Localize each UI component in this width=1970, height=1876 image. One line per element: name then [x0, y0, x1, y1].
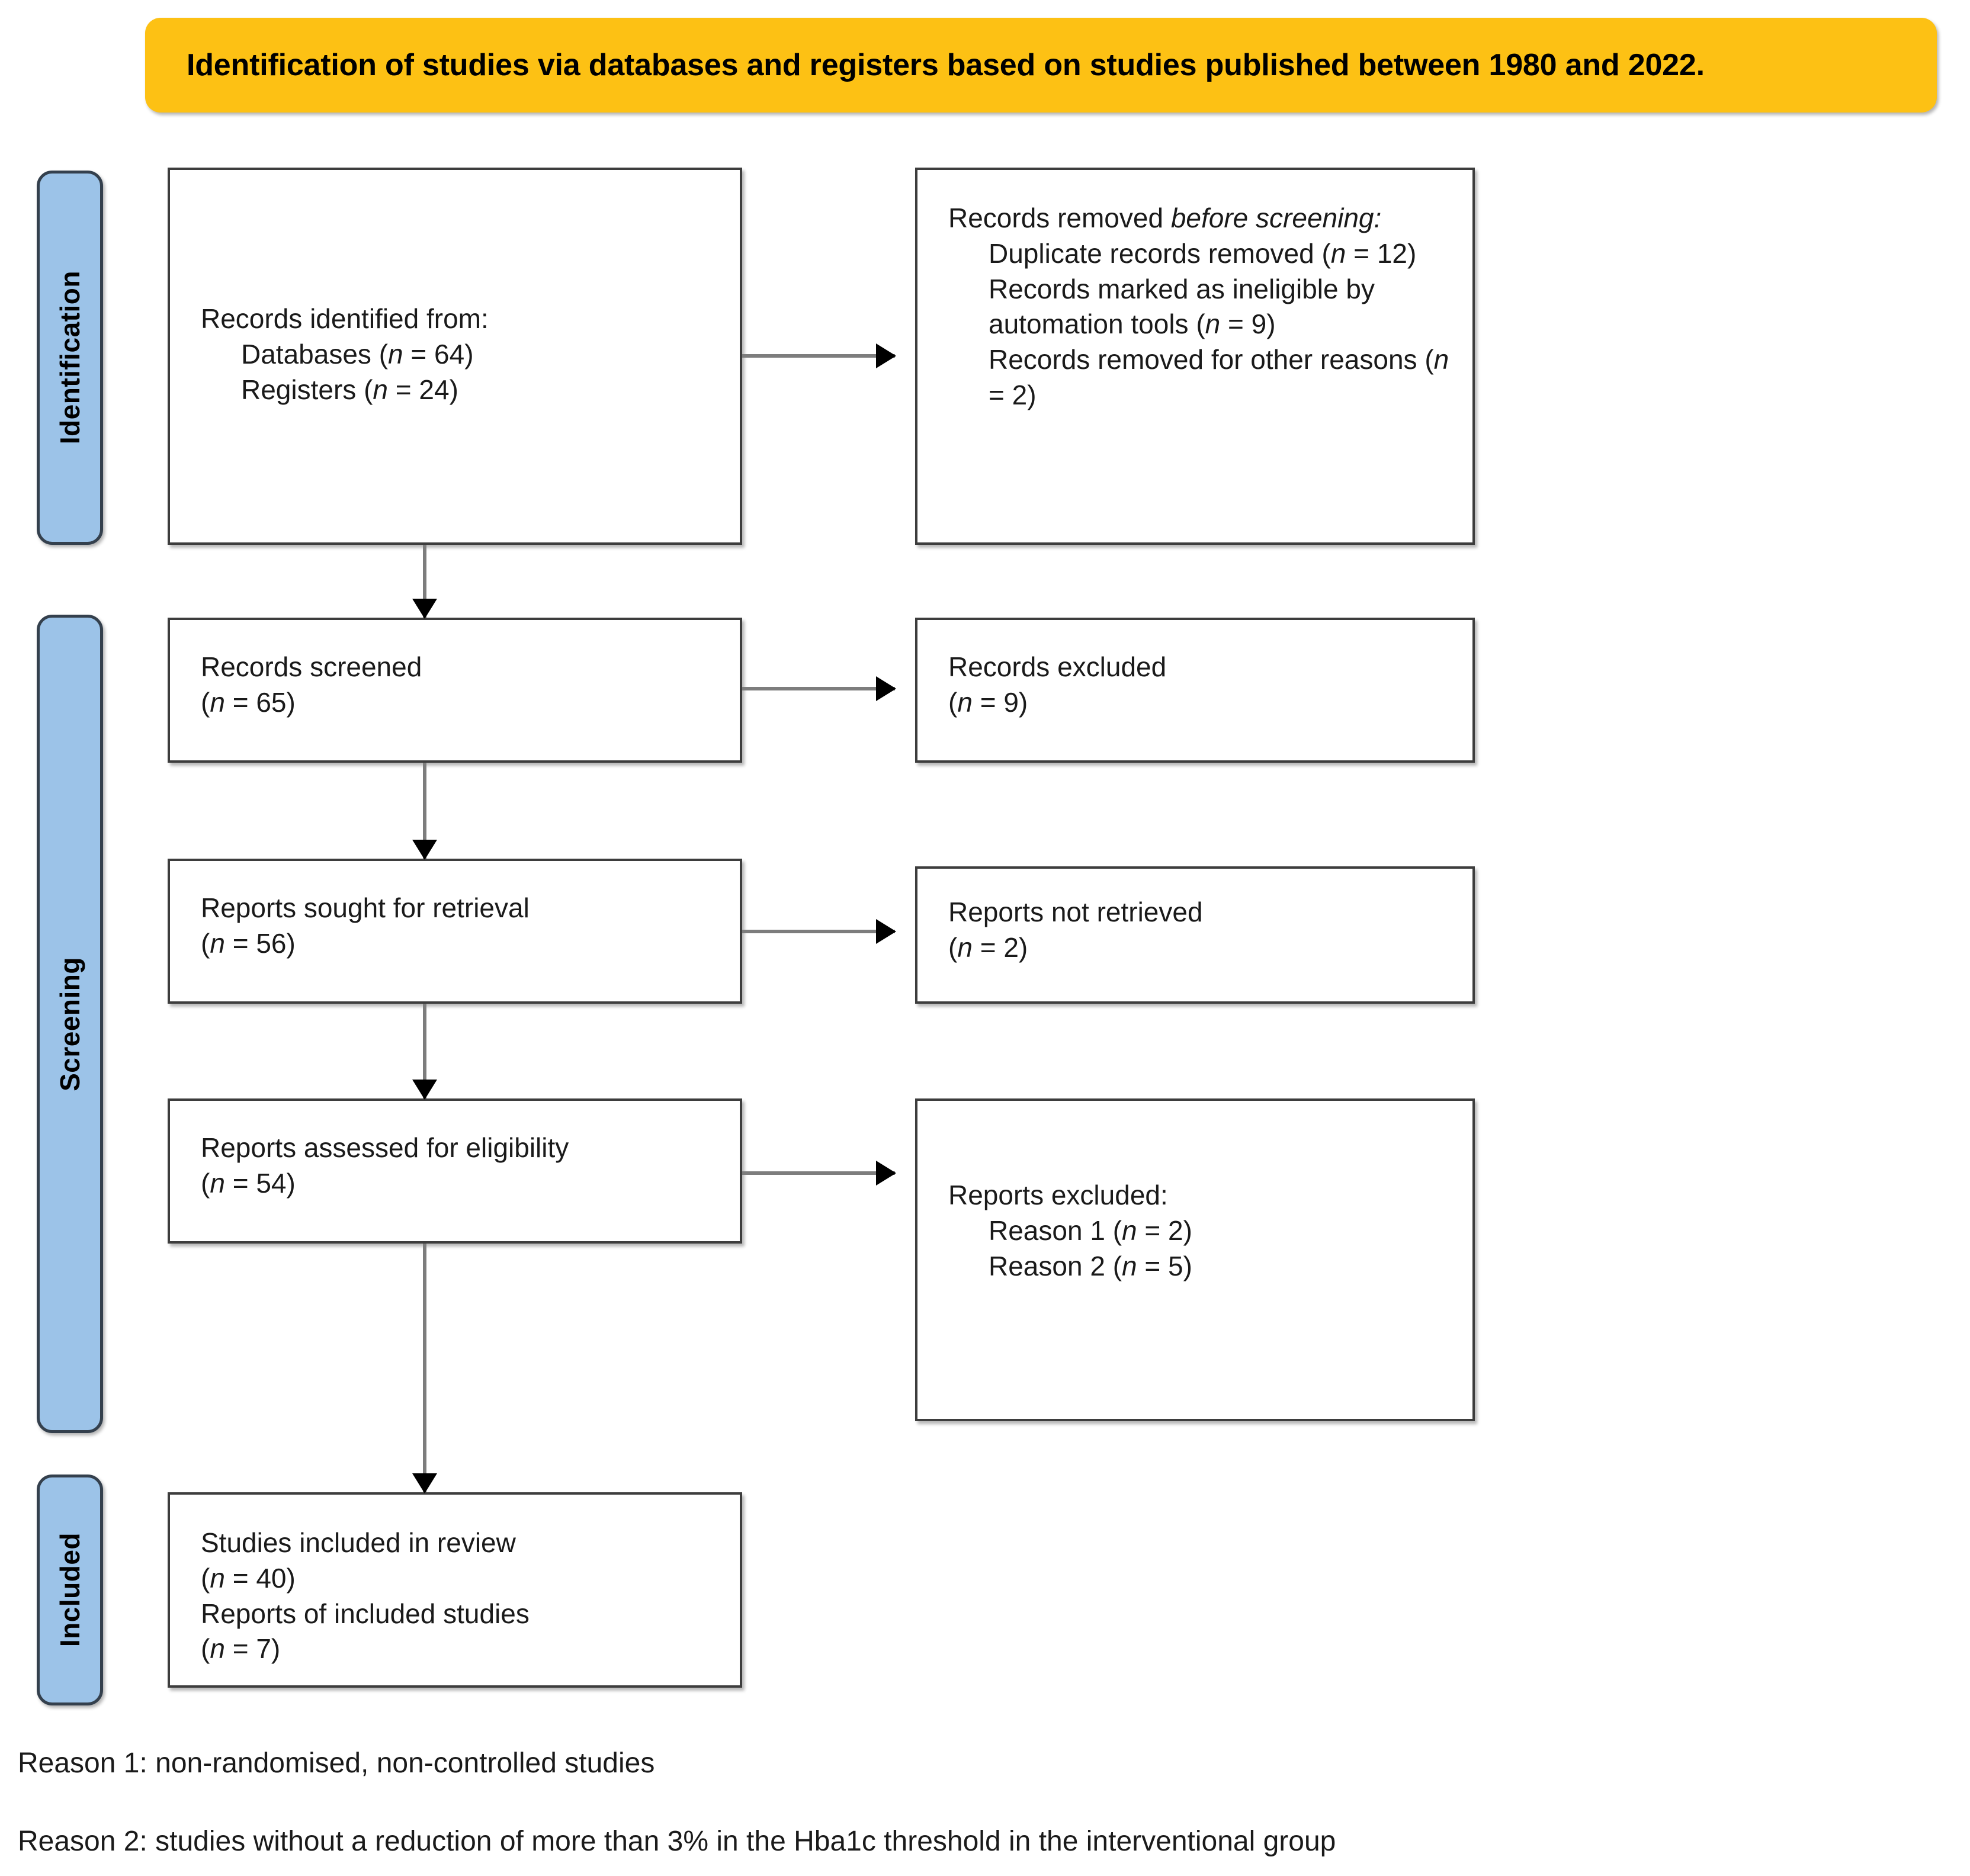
- box-reports-not-retrieved: Reports not retrieved (n = 2): [915, 866, 1475, 1004]
- studies-included-count: (n = 40): [201, 1562, 296, 1594]
- stage-label-identification: Identification: [37, 171, 103, 545]
- arrow-screened-to-excluded: [742, 687, 895, 690]
- footnote-reason-1: Reason 1: non-randomised, non-controlled…: [18, 1747, 655, 1779]
- records-removed-other: Records removed for other reasons (n = 2…: [989, 344, 1449, 410]
- box-records-excluded: Records excluded (n = 9): [915, 618, 1475, 763]
- arrow-sought-to-assessed: [423, 1004, 426, 1098]
- box-records-identified-text: Records identified from: Databases (n = …: [201, 301, 722, 407]
- arrow-assessed-to-reports-excluded: [742, 1171, 895, 1175]
- arrow-screened-to-sought: [423, 763, 426, 859]
- records-removed-ineligible: Records marked as ineligible by automati…: [989, 273, 1375, 340]
- reports-sought-line1: Reports sought for retrieval: [201, 892, 530, 923]
- box-reports-excluded-text: Reports excluded: Reason 1 (n = 2) Reaso…: [948, 1178, 1455, 1284]
- box-reports-excluded: Reports excluded: Reason 1 (n = 2) Reaso…: [915, 1098, 1475, 1421]
- arrow-assessed-to-included: [423, 1244, 426, 1492]
- reports-assessed-count: (n = 54): [201, 1167, 296, 1199]
- box-reports-sought-text: Reports sought for retrieval (n = 56): [201, 891, 722, 962]
- reports-sought-count: (n = 56): [201, 927, 296, 959]
- box-records-removed-before-screening: Records removed before screening: Duplic…: [915, 168, 1475, 545]
- reports-not-retrieved-count: (n = 2): [948, 931, 1028, 963]
- reports-excluded-reason-1: Reason 1 (n = 2): [989, 1215, 1192, 1246]
- records-identified-registers: Registers (n = 24): [241, 374, 458, 405]
- arrow-sought-to-not-retrieved: [742, 930, 895, 933]
- box-records-screened-text: Records screened (n = 65): [201, 650, 722, 721]
- records-removed-duplicates: Duplicate records removed (n = 12): [989, 237, 1417, 269]
- reports-of-included-line: Reports of included studies: [201, 1598, 530, 1629]
- footnote-reason-2: Reason 2: studies without a reduction of…: [18, 1826, 1336, 1857]
- records-removed-title: Records removed before screening:: [948, 203, 1382, 233]
- diagram-title: Identification of studies via databases …: [187, 48, 1705, 82]
- box-reports-assessed-text: Reports assessed for eligibility (n = 54…: [201, 1130, 722, 1202]
- records-screened-line1: Records screened: [201, 651, 422, 682]
- box-reports-not-retrieved-text: Reports not retrieved (n = 2): [948, 895, 1455, 966]
- arrow-identified-to-removed: [742, 354, 895, 358]
- box-reports-assessed-for-eligibility: Reports assessed for eligibility (n = 54…: [168, 1098, 742, 1244]
- studies-included-line1: Studies included in review: [201, 1527, 516, 1558]
- box-records-removed-text: Records removed before screening: Duplic…: [948, 201, 1455, 413]
- records-screened-count: (n = 65): [201, 686, 296, 718]
- box-studies-included-text: Studies included in review (n = 40) Repo…: [201, 1525, 722, 1667]
- stage-label-screening: Screening: [37, 615, 103, 1433]
- records-identified-line1: Records identified from:: [201, 303, 489, 334]
- diagram-title-banner: Identification of studies via databases …: [145, 18, 1937, 113]
- box-records-screened: Records screened (n = 65): [168, 618, 742, 763]
- box-records-excluded-text: Records excluded (n = 9): [948, 650, 1455, 721]
- stage-label-included-text: Included: [54, 1533, 85, 1647]
- box-reports-sought-for-retrieval: Reports sought for retrieval (n = 56): [168, 859, 742, 1004]
- records-identified-databases: Databases (n = 64): [241, 338, 474, 370]
- reports-excluded-reason-2: Reason 2 (n = 5): [989, 1250, 1192, 1281]
- reports-excluded-title: Reports excluded:: [948, 1180, 1168, 1210]
- records-excluded-count: (n = 9): [948, 686, 1028, 718]
- reports-assessed-line1: Reports assessed for eligibility: [201, 1132, 569, 1163]
- box-records-identified: Records identified from: Databases (n = …: [168, 168, 742, 545]
- records-excluded-line1: Records excluded: [948, 651, 1167, 682]
- box-studies-included-in-review: Studies included in review (n = 40) Repo…: [168, 1492, 742, 1688]
- reports-of-included-count: (n = 7): [201, 1633, 281, 1665]
- reports-not-retrieved-line1: Reports not retrieved: [948, 897, 1203, 927]
- stage-label-screening-text: Screening: [54, 956, 85, 1091]
- stage-label-identification-text: Identification: [54, 271, 85, 445]
- stage-label-included: Included: [37, 1475, 103, 1705]
- arrow-identified-to-screened: [423, 545, 426, 618]
